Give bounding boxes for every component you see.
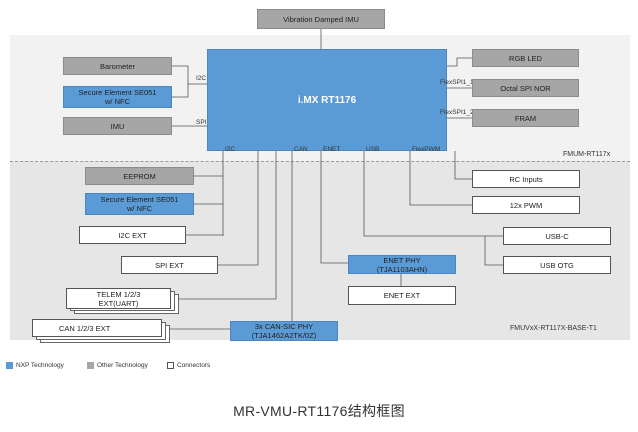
can-ext-box: CAN 1/2/3 EXT [32, 319, 162, 337]
legend-nxp-swatch [6, 362, 13, 369]
line-secure-top [172, 84, 189, 98]
pwm-box: 12x PWM [472, 196, 580, 214]
imu-box: IMU [63, 117, 172, 135]
bus-label-usb: USB [366, 146, 380, 153]
secure-element-top-label: Secure Element SE051 w/ NFC [78, 88, 157, 106]
module-zone-label: FMUM-RT117x [563, 151, 611, 158]
bus-label-i2c-top: I2C [196, 75, 207, 82]
line-barometer [172, 65, 207, 85]
secure-element-base-box: Secure Element SE051 w/ NFC [85, 193, 194, 215]
enet-phy-box: ENET PHY (TJA1103AHN) [348, 255, 456, 274]
enet-ext-label: ENET EXT [383, 291, 421, 300]
octal-spi-nor-label: Octal SPI NOR [500, 83, 551, 93]
usb-c-box: USB-C [503, 227, 611, 245]
line-spi-ext [218, 151, 259, 266]
vibration-damped-imu-label: Vibration Damped IMU [283, 14, 359, 24]
rc-inputs-box: RC Inputs [472, 170, 580, 188]
bus-label-flexpwm: FlexPWM [412, 146, 441, 153]
usb-c-label: USB-C [545, 231, 569, 241]
line-enet [320, 151, 348, 264]
vibration-damped-imu-box: Vibration Damped IMU [257, 9, 385, 29]
barometer-label: Barometer [99, 61, 135, 71]
spi-ext-label: SPI EXT [155, 260, 184, 270]
secure-element-base-label: Secure Element SE051 w/ NFC [100, 195, 179, 213]
secure-element-top-box: Secure Element SE051 w/ NFC [63, 86, 172, 108]
legend-connectors-swatch [167, 362, 174, 369]
telem-label: TELEM 1/2/3 EXT(UART) [96, 289, 141, 308]
enet-phy-label: ENET PHY (TJA1103AHN) [376, 255, 428, 274]
line-pwm [409, 151, 472, 206]
bus-label-i2c-bottom: I2C [225, 146, 236, 153]
bus-label-flexspi2: FlexSPI1_2 [440, 109, 474, 116]
rgb-led-box: RGB LED [472, 49, 579, 67]
fram-label: FRAM [514, 113, 537, 123]
rc-inputs-label: RC Inputs [509, 174, 543, 184]
usb-otg-box: USB OTG [503, 256, 611, 274]
i2c-ext-label: I2C EXT [118, 230, 147, 240]
line-telem [175, 151, 277, 300]
legend-other-swatch [87, 362, 94, 369]
bus-label-spi-top: SPI [196, 119, 207, 126]
can-ext-label: CAN 1/2/3 EXT [59, 323, 111, 333]
barometer-box: Barometer [63, 57, 172, 75]
telem-box: TELEM 1/2/3 EXT(UART) [66, 288, 171, 309]
enet-ext-box: ENET EXT [348, 286, 456, 305]
figure-caption: MR-VMU-RT1176结构框图 [233, 403, 405, 419]
eeprom-box: EEPROM [85, 167, 194, 185]
spi-ext-box: SPI EXT [121, 256, 218, 274]
soc-box: i.MX RT1176 [207, 49, 447, 151]
eeprom-label: EEPROM [123, 171, 156, 181]
bus-label-enet: ENET [323, 146, 341, 153]
legend-nxp-label: NXP Technology [16, 362, 64, 369]
octal-spi-nor-box: Octal SPI NOR [472, 79, 579, 97]
legend-other-label: Other Technology [97, 362, 148, 369]
can-phy-label: 3x CAN-SIC PHY (TJA1462A2TK/0Z) [251, 322, 317, 340]
rgb-led-label: RGB LED [509, 53, 542, 63]
i2c-ext-box: I2C EXT [79, 226, 186, 244]
base-zone-label: FMUVxX-RT117X-BASE-T1 [510, 325, 597, 332]
bus-label-can: CAN [294, 146, 308, 153]
imu-label: IMU [110, 121, 125, 131]
legend-connectors-label: Connectors [177, 362, 211, 369]
line-rgb-led [447, 57, 472, 67]
line-rc [454, 151, 472, 180]
usb-otg-label: USB OTG [540, 260, 574, 270]
fram-box: FRAM [472, 109, 579, 127]
soc-label: i.MX RT1176 [297, 94, 357, 106]
bus-label-flexspi1: FlexSPI1_1 [440, 79, 474, 86]
pwm-label: 12x PWM [509, 200, 543, 210]
can-phy-box: 3x CAN-SIC PHY (TJA1462A2TK/0Z) [230, 321, 338, 341]
